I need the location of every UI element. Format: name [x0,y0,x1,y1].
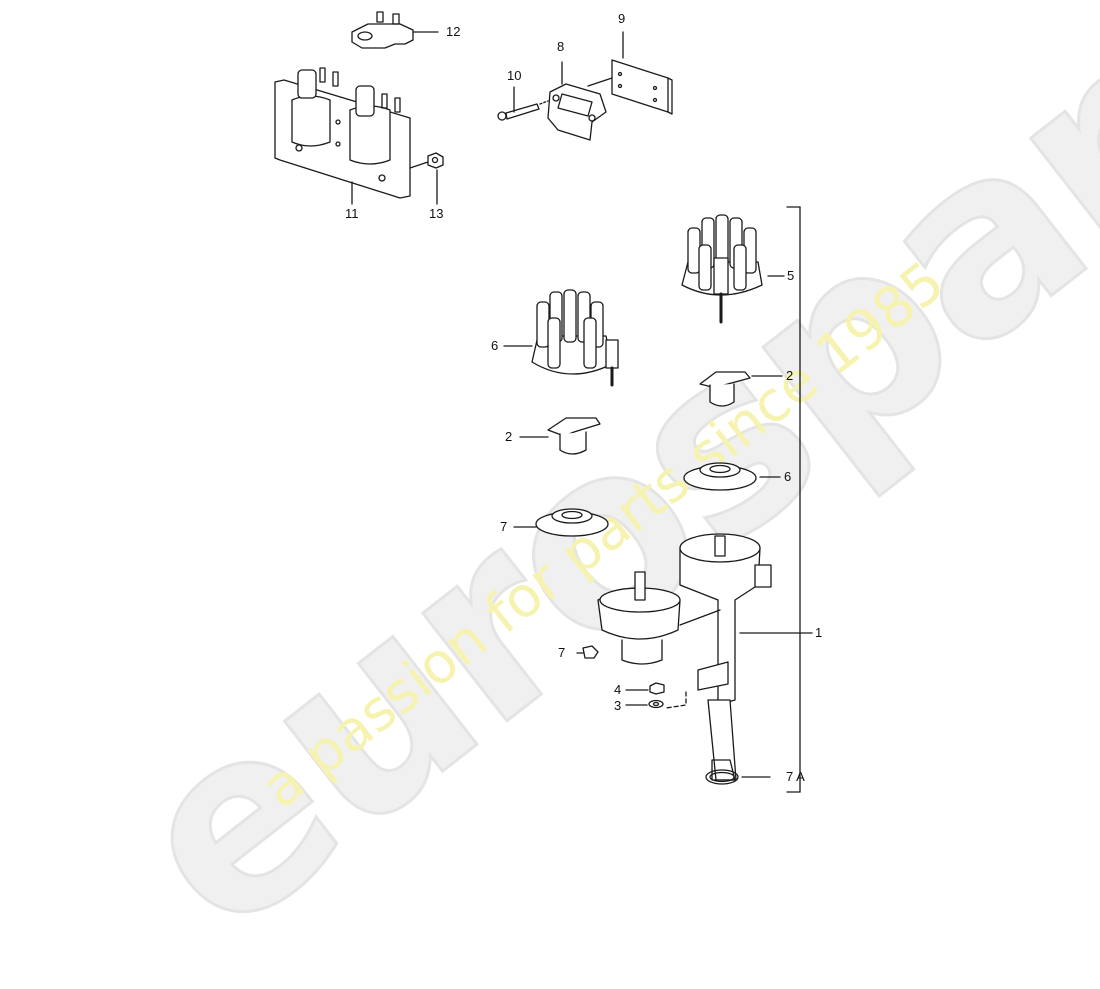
callout-7a: 7 [558,645,566,660]
parts-diagram: eurospares a passion for parts since 198… [79,0,1100,989]
o-ring-3-drawing [705,769,771,785]
callout-6-left: 6 [491,338,499,353]
control-unit-8-drawing [547,61,619,141]
plate-9-drawing [611,31,673,115]
distributor-cap-right-drawing [681,214,785,324]
rotor-right-drawing [699,371,783,407]
callout-11: 11 [345,206,359,221]
callout-8: 8 [557,39,565,54]
screw-10-drawing [497,86,549,121]
callout-10: 10 [507,68,522,83]
bracket-12-drawing [351,11,439,49]
washer-4-drawing [625,699,664,709]
dust-cover-left-drawing [513,508,609,537]
distributor-assembly-drawing [597,533,801,781]
callout-13: 13 [429,206,444,221]
nut-13-drawing [427,152,444,205]
callout-2-left: 2 [505,429,513,444]
fitting-7a-drawing [576,645,599,659]
callout-1: 1 [815,625,823,640]
assembly-bracket [786,206,813,793]
callout-12: 12 [446,24,461,39]
callout-7-right: 6 [784,469,792,484]
callout-7-left: 7 [500,519,508,534]
callout-5: 4 [614,682,622,697]
callout-4: 3 [614,698,622,713]
dust-cover-right-drawing [683,462,781,491]
nut-5-drawing [625,682,665,695]
distributor-cap-left-drawing [503,289,619,387]
coil-pack-11-drawing [274,67,429,205]
parts-drawing [274,11,813,793]
callout-2-right: 2 [786,368,794,383]
callout-6-right: 5 [787,268,795,283]
rotor-left-drawing [519,417,601,455]
callout-3: 7 A [786,769,805,784]
callout-9: 9 [618,11,626,26]
